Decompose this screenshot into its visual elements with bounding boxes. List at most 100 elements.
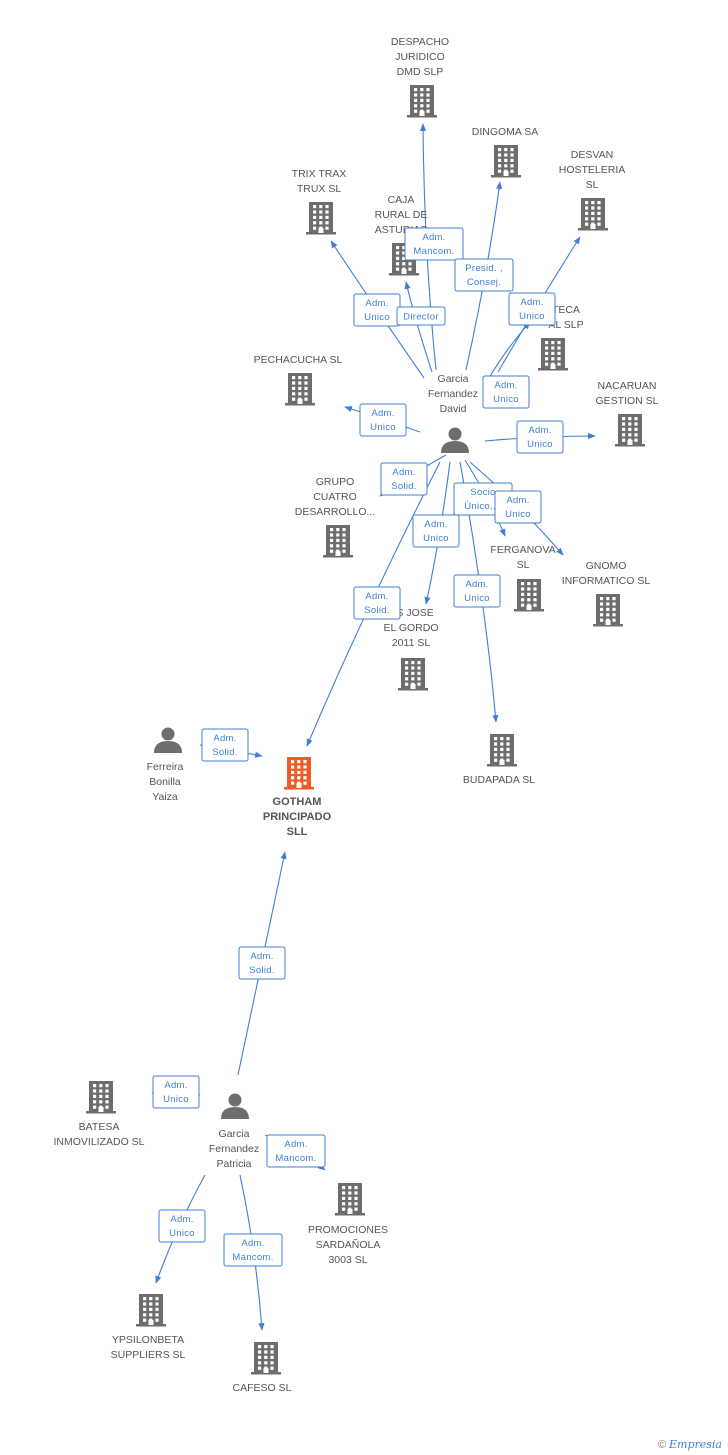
building-icon[interactable] bbox=[335, 1183, 365, 1216]
node-label-nacaruan-0: NACARUAN bbox=[598, 380, 657, 392]
node-label-josegordo-2: 2011 SL bbox=[392, 637, 430, 649]
node-label-cafeso-0: CAFESO SL bbox=[233, 1382, 292, 1394]
role-label-garcia_david-to-desvan[interactable]: Adm.Unico bbox=[508, 292, 556, 326]
role-label-garcia_david-to-josegordo[interactable]: Adm.Unico bbox=[412, 514, 460, 548]
building-icon[interactable] bbox=[615, 414, 645, 447]
node-label-garcia_david-2: David bbox=[440, 403, 467, 415]
main-building-icon[interactable] bbox=[284, 757, 314, 790]
role-label-garcia_david-to-pechacucha[interactable]: Adm.Unico bbox=[359, 403, 407, 437]
role-label-garcia_david-to-gnomo[interactable]: Adm.Unico bbox=[494, 490, 542, 524]
node-label-gotham-1: PRINCIPADO bbox=[263, 811, 332, 823]
node-label-gotham-0: GOTHAM bbox=[273, 796, 322, 808]
node-label-garcia_david-0: Garcia bbox=[438, 373, 469, 385]
role-text-12-1: Unico bbox=[464, 593, 490, 604]
building-icon[interactable] bbox=[323, 525, 353, 558]
building-icon[interactable] bbox=[538, 338, 568, 371]
building-icon[interactable] bbox=[487, 734, 517, 767]
role-text-16-0: Adm. bbox=[164, 1080, 187, 1091]
role-label-garcia_david-to-caja[interactable]: Director bbox=[396, 306, 446, 326]
role-text-11-0: Adm. bbox=[424, 519, 447, 530]
node-label-promociones-1: SARDAÑOLA bbox=[316, 1238, 381, 1251]
role-label-garcia_david-to-despacho[interactable]: Adm.Mancom. bbox=[404, 227, 464, 261]
node-ypsilon[interactable]: YPSILONBETA SUPPLIERS SL bbox=[111, 1294, 186, 1361]
building-icon[interactable] bbox=[306, 202, 336, 235]
node-label-batesa-1: INMOVILIZADO SL bbox=[53, 1136, 144, 1148]
node-label-garcia_patricia-1: Fernandez bbox=[209, 1143, 259, 1155]
role-text-13-0: Adm. bbox=[365, 591, 388, 602]
node-label-ferreira-0: Ferreira bbox=[147, 761, 184, 773]
building-icon[interactable] bbox=[86, 1081, 116, 1114]
role-label-garcia_david-to-trix[interactable]: Adm.Unico bbox=[353, 293, 401, 327]
role-label-garcia_david-to-teca[interactable]: Adm. Unico bbox=[482, 375, 530, 409]
role-text-7-1: Unico bbox=[527, 439, 553, 450]
person-icon[interactable] bbox=[154, 727, 182, 754]
role-label-garcia_david-to-nacaruan[interactable]: Adm.Unico bbox=[516, 420, 564, 454]
copyright-symbol: © bbox=[657, 1439, 666, 1451]
role-label-garcia_david-to-grupo[interactable]: Adm. Solid. bbox=[380, 462, 428, 496]
role-text-5-0: Adm. bbox=[494, 380, 517, 391]
role-label-garcia_patricia-to-promociones[interactable]: Adm.Mancom. bbox=[266, 1134, 326, 1168]
roles-layer: Adm.Mancom.Presid. ,Consej.Adm.UnicoAdm.… bbox=[152, 227, 564, 1267]
node-pechacucha[interactable]: PECHACUCHA SL bbox=[254, 354, 343, 406]
node-grupo[interactable]: GRUPOCUATRODESARROLLO... bbox=[295, 476, 376, 558]
role-text-8-0: Adm. bbox=[392, 467, 415, 478]
building-icon[interactable] bbox=[578, 198, 608, 231]
edge-garcia_david-to-teca bbox=[485, 321, 531, 384]
building-icon[interactable] bbox=[514, 579, 544, 612]
role-text-8-1: Solid. bbox=[391, 481, 417, 492]
node-label-budapada-0: BUDAPADA SL bbox=[463, 774, 535, 786]
role-text-6-0: Adm. bbox=[371, 408, 394, 419]
building-icon[interactable] bbox=[251, 1342, 281, 1375]
node-dingoma[interactable]: DINGOMA SA bbox=[472, 126, 539, 178]
role-text-9-0: Socio bbox=[470, 487, 495, 498]
role-text-17-1: Mancom. bbox=[275, 1153, 316, 1164]
building-icon[interactable] bbox=[491, 145, 521, 178]
node-label-despacho-0: DESPACHO bbox=[391, 36, 449, 48]
role-label-garcia_david-to-dingoma[interactable]: Presid. ,Consej. bbox=[454, 258, 514, 292]
node-cafeso[interactable]: CAFESO SL bbox=[233, 1342, 292, 1394]
role-text-5-1: Unico bbox=[493, 394, 519, 405]
node-label-desvan-0: DESVAN bbox=[571, 149, 613, 161]
role-label-garcia_patricia-to-batesa[interactable]: Adm. Unico bbox=[152, 1075, 200, 1109]
role-text-10-0: Adm. bbox=[506, 495, 529, 506]
role-text-1-0: Presid. , bbox=[465, 263, 503, 274]
node-label-ferganova-0: FERGANOVA bbox=[490, 544, 555, 556]
role-label-garcia_david-to-budapada[interactable]: Adm.Unico bbox=[453, 574, 501, 608]
node-label-ypsilon-1: SUPPLIERS SL bbox=[111, 1349, 186, 1361]
node-label-ypsilon-0: YPSILONBETA bbox=[112, 1334, 184, 1346]
role-text-3-0: Adm. bbox=[365, 298, 388, 309]
node-label-caja-1: RURAL DE bbox=[375, 209, 428, 221]
building-icon[interactable] bbox=[136, 1294, 166, 1327]
role-label-ferreira-to-gotham[interactable]: Adm.Solid. bbox=[201, 728, 249, 762]
person-icon[interactable] bbox=[221, 1093, 249, 1120]
building-icon[interactable] bbox=[285, 373, 315, 406]
role-label-garcia_patricia-to-ypsilon[interactable]: Adm.Unico bbox=[158, 1209, 206, 1243]
person-icon[interactable] bbox=[441, 427, 469, 454]
role-label-garcia_patricia-to-cafeso[interactable]: Adm.Mancom. bbox=[223, 1233, 283, 1267]
role-text-0-1: Mancom. bbox=[413, 246, 454, 257]
role-text-14-0: Adm. bbox=[213, 733, 236, 744]
building-icon[interactable] bbox=[407, 85, 437, 118]
node-budapada[interactable]: BUDAPADA SL bbox=[463, 734, 535, 786]
building-icon[interactable] bbox=[398, 658, 428, 691]
role-label-garcia_david-to-gotham[interactable]: Adm.Solid. bbox=[353, 586, 401, 620]
building-icon[interactable] bbox=[593, 594, 623, 627]
role-text-2-1: Unico bbox=[519, 311, 545, 322]
role-text-16-1: Unico bbox=[163, 1094, 189, 1105]
role-label-garcia_patricia-to-gotham[interactable]: Adm.Solid. bbox=[238, 946, 286, 980]
